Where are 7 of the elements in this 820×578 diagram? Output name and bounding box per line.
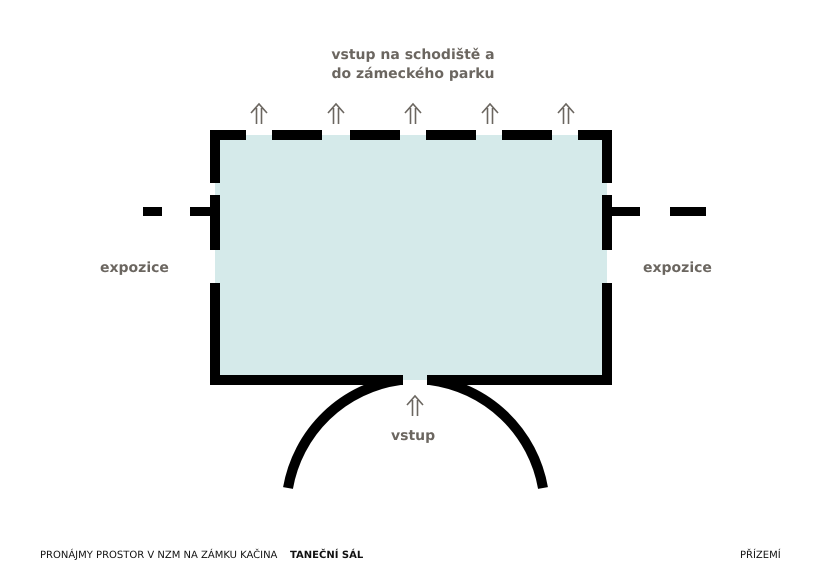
- floor-name: PŘÍZEMÍ: [740, 550, 781, 561]
- footer-title: TANEČNÍ SÁL: [290, 550, 364, 561]
- footer-text: PRONÁJMY PROSTOR V NZM NA ZÁMKU KAČINA: [40, 550, 278, 561]
- room-label: expozice: [643, 259, 712, 278]
- entrance-label: vstup: [391, 427, 436, 446]
- entrance-label: vstup na schodiště a do zámeckého parku: [330, 46, 496, 84]
- room-label: expozice: [100, 259, 169, 278]
